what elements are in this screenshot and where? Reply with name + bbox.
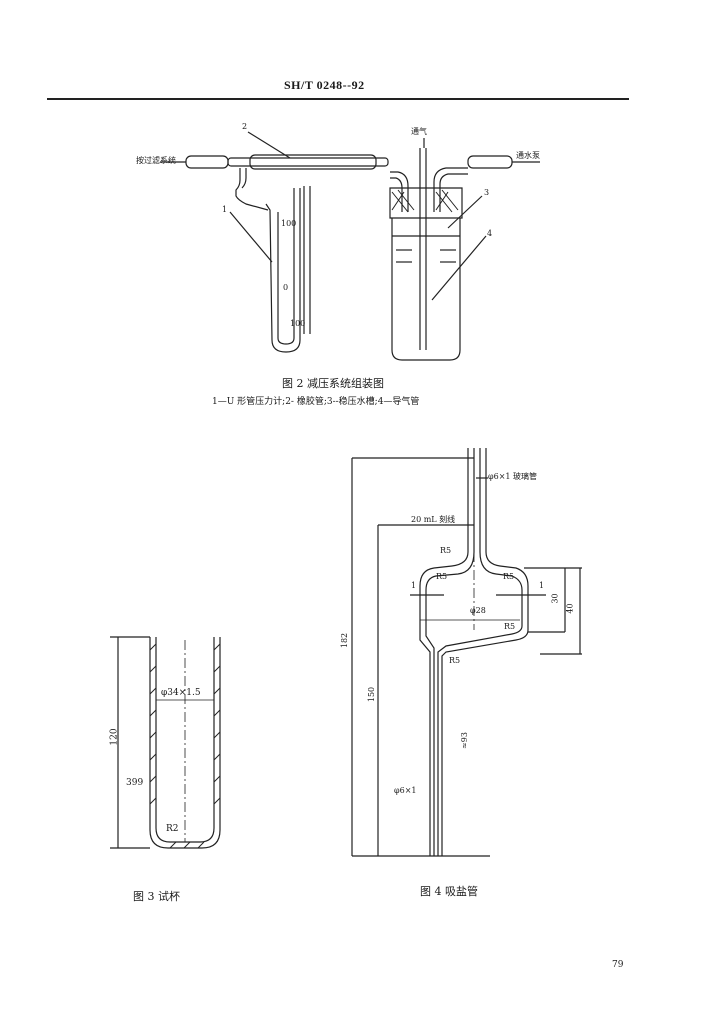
fig3-dim-wall: φ34×1.5 xyxy=(161,688,201,698)
label-to-filter: 按过滤系统 xyxy=(136,156,176,165)
fig4-dim-r5-b: R5 xyxy=(436,572,448,581)
label-vent: 通气 xyxy=(411,127,427,136)
fig4-dim-bulb-diam: φ28 xyxy=(470,606,486,615)
fig4-dim-40: 40 xyxy=(565,603,575,614)
page-number: 79 xyxy=(612,960,624,970)
fig4-dim-glass-tube: φ6×1 玻璃管 xyxy=(488,472,538,481)
fig4-dim-mark: 20 mL 刻线 xyxy=(411,515,456,524)
pipette-bulb xyxy=(420,552,468,856)
figure2-caption: 图 2 减压系统组装图 xyxy=(282,377,384,390)
fig4-dim-r5-c: R5 xyxy=(503,572,515,581)
fig4-dim-182: 182 xyxy=(340,632,350,649)
header-rule xyxy=(47,98,629,100)
test-cup-outline xyxy=(150,637,220,848)
label-to-pump: 通水泵 xyxy=(516,151,540,160)
figure4-caption: 图 4 吸盐管 xyxy=(420,885,478,898)
fig4-dim-r5-a: R5 xyxy=(440,546,452,555)
fig4-dim-r5-e: R5 xyxy=(449,656,461,665)
callout-3: 3 xyxy=(484,188,490,197)
callout-1: 1 xyxy=(222,205,228,214)
standard-number: SH/T 0248--92 xyxy=(284,78,365,92)
scale-bottom: 100 xyxy=(290,319,306,328)
rubber-tube-2 xyxy=(228,158,388,166)
scale-mid: 0 xyxy=(283,283,289,292)
fig4-dim-150: 150 xyxy=(367,686,377,703)
fig4-dim-r5-d: R5 xyxy=(504,622,516,631)
fig4-section-right: 1 xyxy=(539,581,545,590)
fig4-dim-30: 30 xyxy=(550,593,560,604)
fig4-dim-bottom-tube: φ6×1 xyxy=(394,786,417,795)
callout-4: 4 xyxy=(487,229,493,238)
figure3-caption: 图 3 试杯 xyxy=(133,890,180,903)
figure2-legend: 1—U 形管压力计;2- 橡胶管;3--稳压水槽;4—导气管 xyxy=(212,397,420,407)
fig3-dim-inner: 399 xyxy=(126,778,144,788)
fig4-section-left: 1 xyxy=(411,581,417,590)
scale-top: 100 xyxy=(281,219,297,228)
fig3-dim-radius: R2 xyxy=(166,824,179,834)
u-tube-manometer xyxy=(266,188,300,352)
callout-2: 2 xyxy=(242,122,248,131)
stabilizer-bottle xyxy=(392,200,460,360)
fig4-dim-93: ≈93 xyxy=(459,732,469,749)
